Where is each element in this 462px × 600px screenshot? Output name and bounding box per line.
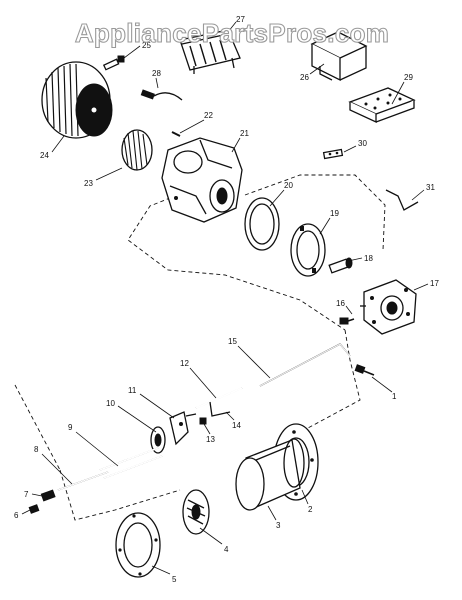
air-band-part xyxy=(290,223,326,277)
callout-4: 4 xyxy=(224,545,229,554)
nozzle-part xyxy=(40,489,56,502)
small-screw-part xyxy=(171,131,181,137)
cover-box-part xyxy=(310,31,368,82)
coupling-part xyxy=(328,257,353,274)
callout-20: 20 xyxy=(284,181,293,190)
callout-29: 29 xyxy=(404,73,413,82)
small-nut-part xyxy=(199,417,207,425)
callout-25: 25 xyxy=(142,41,151,50)
callout-2: 2 xyxy=(308,505,313,514)
callout-15: 15 xyxy=(228,337,237,346)
callout-labels: 1 2 3 4 5 6 7 8 9 10 11 12 13 14 15 16 1… xyxy=(14,15,439,584)
blower-wheel-part xyxy=(121,129,153,171)
nozzle-tip-part xyxy=(28,504,40,514)
air-tube-part xyxy=(235,438,305,511)
electrode-tube-part xyxy=(195,387,243,409)
callout-13: 13 xyxy=(206,435,215,444)
fitting-part xyxy=(354,364,375,376)
callout-11: 11 xyxy=(128,386,137,395)
callout-26: 26 xyxy=(300,73,309,82)
callout-18: 18 xyxy=(364,254,373,263)
callout-31: 31 xyxy=(426,183,435,192)
oil-line-part xyxy=(259,343,351,387)
static-disc-part xyxy=(150,426,166,454)
callout-22: 22 xyxy=(204,111,213,120)
transformer-part xyxy=(179,29,241,74)
electrode-rods-part xyxy=(99,447,163,479)
callout-8: 8 xyxy=(34,445,39,454)
callout-17: 17 xyxy=(430,279,439,288)
callout-16: 16 xyxy=(336,299,345,308)
callout-1: 1 xyxy=(392,392,397,401)
site-watermark: AppliancePartsPros.com xyxy=(75,18,389,48)
nozzle-line-part xyxy=(209,401,231,417)
leader-lines xyxy=(21,21,429,575)
electrode-bracket-part xyxy=(169,411,197,446)
callout-28: 28 xyxy=(152,69,161,78)
callout-14: 14 xyxy=(232,421,241,430)
gasket-ring-part xyxy=(115,512,161,578)
callout-23: 23 xyxy=(84,179,93,188)
screw-part xyxy=(102,55,125,71)
callout-7: 7 xyxy=(24,490,29,499)
assembly-guide-lines xyxy=(14,174,386,521)
callout-5: 5 xyxy=(172,575,177,584)
callout-24: 24 xyxy=(40,151,49,160)
callout-19: 19 xyxy=(330,209,339,218)
callout-30: 30 xyxy=(358,139,367,148)
callout-3: 3 xyxy=(276,521,281,530)
callout-27: 27 xyxy=(236,15,245,24)
plug-part xyxy=(339,317,355,325)
bent-rod-part xyxy=(385,189,419,211)
blower-housing-part xyxy=(41,61,113,139)
callout-10: 10 xyxy=(106,399,115,408)
callout-9: 9 xyxy=(68,423,73,432)
bracket-clip-part xyxy=(322,148,344,160)
callout-12: 12 xyxy=(180,359,189,368)
wire-lead-part xyxy=(140,89,183,101)
burner-housing-part xyxy=(161,137,243,223)
fuel-pump-part xyxy=(360,279,417,335)
adapter-rod-part xyxy=(57,471,109,491)
band-clamp-part xyxy=(244,197,280,251)
callout-6: 6 xyxy=(14,511,19,520)
turbulator-part xyxy=(182,489,210,535)
gasket-plate-part xyxy=(348,87,416,124)
callout-21: 21 xyxy=(240,129,249,138)
